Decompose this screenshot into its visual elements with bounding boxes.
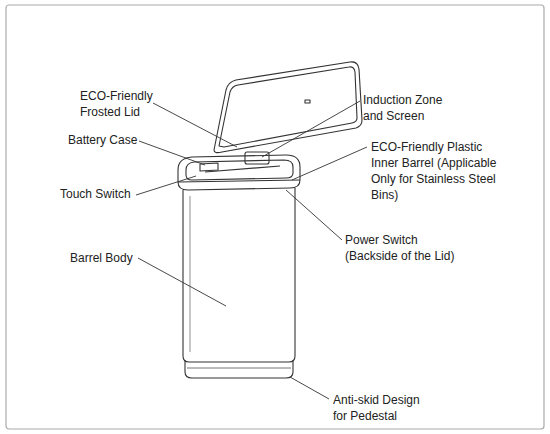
- pedestal: [185, 360, 293, 378]
- part-label: Battery Case: [68, 132, 148, 148]
- lid-inner: [219, 67, 357, 147]
- leader-line: [290, 377, 329, 399]
- screen: [245, 152, 269, 164]
- lid-base-top: [186, 160, 293, 180]
- part-label: Power Switch (Backside of the Lid): [345, 232, 473, 264]
- leader-line: [286, 190, 342, 240]
- lid-base: [178, 155, 300, 190]
- leader-line: [153, 103, 237, 147]
- frame: [6, 5, 544, 429]
- rim-line: [178, 180, 300, 182]
- pedestal-line: [187, 367, 291, 368]
- lid: [214, 62, 362, 153]
- lid-sensor: [305, 100, 310, 103]
- part-label: ECO-Friendly Frosted Lid: [80, 88, 160, 120]
- part-label: Barrel Body: [70, 250, 150, 266]
- leader-lines: [136, 101, 367, 399]
- body-edge: [189, 196, 190, 352]
- bin-drawing: [178, 62, 362, 378]
- part-label: ECO-Friendly Plastic Inner Barrel (Appli…: [371, 139, 499, 203]
- lid-seam: [205, 166, 280, 172]
- leader-line: [139, 141, 205, 165]
- leader-line: [292, 147, 367, 180]
- part-label: Touch Switch: [60, 186, 140, 202]
- leader-line: [262, 101, 360, 157]
- leader-line: [138, 258, 226, 306]
- part-label: Anti-skid Design for Pedestal: [333, 392, 433, 424]
- leader-line: [136, 176, 196, 195]
- barrel-body: [183, 188, 295, 362]
- part-label: Induction Zone and Screen: [363, 92, 463, 124]
